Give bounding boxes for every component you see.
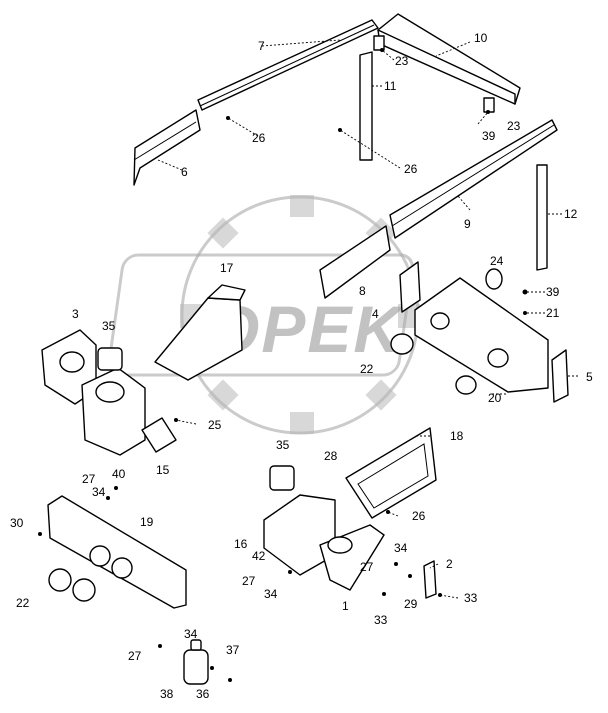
callout-29: 29 <box>404 597 418 611</box>
callout-1: 1 <box>342 599 349 613</box>
ring-24 <box>485 268 503 290</box>
panel-9 <box>389 119 558 239</box>
bracket-23a <box>373 35 385 51</box>
panel-4 <box>399 261 421 313</box>
cap-35a <box>97 347 123 371</box>
callout-38: 38 <box>160 687 174 701</box>
callout-26: 26 <box>252 131 266 145</box>
callout-dots <box>38 48 528 682</box>
callout-22: 22 <box>360 362 374 376</box>
callout-37: 37 <box>226 643 240 657</box>
cap-37 <box>190 639 202 651</box>
callout-4: 4 <box>372 307 379 321</box>
callout-40: 40 <box>112 467 126 481</box>
dash-bar-19 <box>47 495 187 609</box>
callout-26: 26 <box>412 509 426 523</box>
callout-34: 34 <box>92 485 106 499</box>
callout-28: 28 <box>324 449 338 463</box>
callout-labels: 7 10 23 11 23 39 26 26 6 9 12 24 39 21 1… <box>10 31 593 701</box>
callout-34: 34 <box>184 627 198 641</box>
callout-34: 34 <box>394 541 408 555</box>
callout-35: 35 <box>276 438 290 452</box>
callout-2: 2 <box>446 557 453 571</box>
callout-42: 42 <box>252 549 266 563</box>
callout-22: 22 <box>16 596 30 610</box>
callout-19: 19 <box>140 515 154 529</box>
callout-10: 10 <box>474 31 488 45</box>
callout-27: 27 <box>242 574 256 588</box>
callout-23: 23 <box>395 54 409 68</box>
gauge-22-left-b <box>72 578 96 602</box>
callout-39: 39 <box>546 285 560 299</box>
callout-9: 9 <box>464 217 471 231</box>
panel-6 <box>133 109 201 186</box>
bracket-2 <box>423 560 437 599</box>
callout-24: 24 <box>490 254 504 268</box>
callout-25: 25 <box>208 418 222 432</box>
callout-8: 8 <box>359 284 366 298</box>
callout-16: 16 <box>234 537 248 551</box>
watermark-frame <box>107 253 414 377</box>
callout-6: 6 <box>181 165 188 179</box>
callout-17: 17 <box>220 261 234 275</box>
callout-30: 30 <box>10 516 24 530</box>
callout-27: 27 <box>360 560 374 574</box>
gauge-22-lower <box>455 375 477 395</box>
callout-33: 33 <box>464 591 478 605</box>
bracket-23b <box>483 97 495 113</box>
callout-7: 7 <box>258 39 265 53</box>
gauge-22-left-a <box>48 568 72 592</box>
gauge-22-upper <box>390 333 414 355</box>
callout-18: 18 <box>450 429 464 443</box>
panel-5 <box>551 349 569 403</box>
callout-11: 11 <box>384 79 397 93</box>
box-40 <box>81 367 146 456</box>
callout-23: 23 <box>507 119 521 133</box>
callout-39: 39 <box>482 129 496 143</box>
console-42 <box>263 494 336 576</box>
cap-35b <box>269 465 295 491</box>
callout-15: 15 <box>156 463 170 477</box>
callout-21: 21 <box>546 306 560 320</box>
callout-33: 33 <box>374 613 388 627</box>
callout-34: 34 <box>264 587 278 601</box>
callout-27: 27 <box>128 649 142 663</box>
callout-27: 27 <box>82 472 96 486</box>
strip-12 <box>536 164 548 271</box>
callout-26: 26 <box>404 162 418 176</box>
callout-20: 20 <box>488 391 502 405</box>
panel-8 <box>319 225 391 299</box>
tray-18 <box>345 427 437 519</box>
panel-15 <box>141 417 177 453</box>
dash-panel-20 <box>414 277 549 393</box>
callout-12: 12 <box>564 207 578 221</box>
callout-35: 35 <box>102 319 116 333</box>
callout-3: 3 <box>72 307 79 321</box>
post-11 <box>359 51 373 161</box>
callout-5: 5 <box>586 370 593 384</box>
box-17 <box>154 297 243 381</box>
bottle-38 <box>183 649 209 685</box>
callout-36: 36 <box>196 687 210 701</box>
